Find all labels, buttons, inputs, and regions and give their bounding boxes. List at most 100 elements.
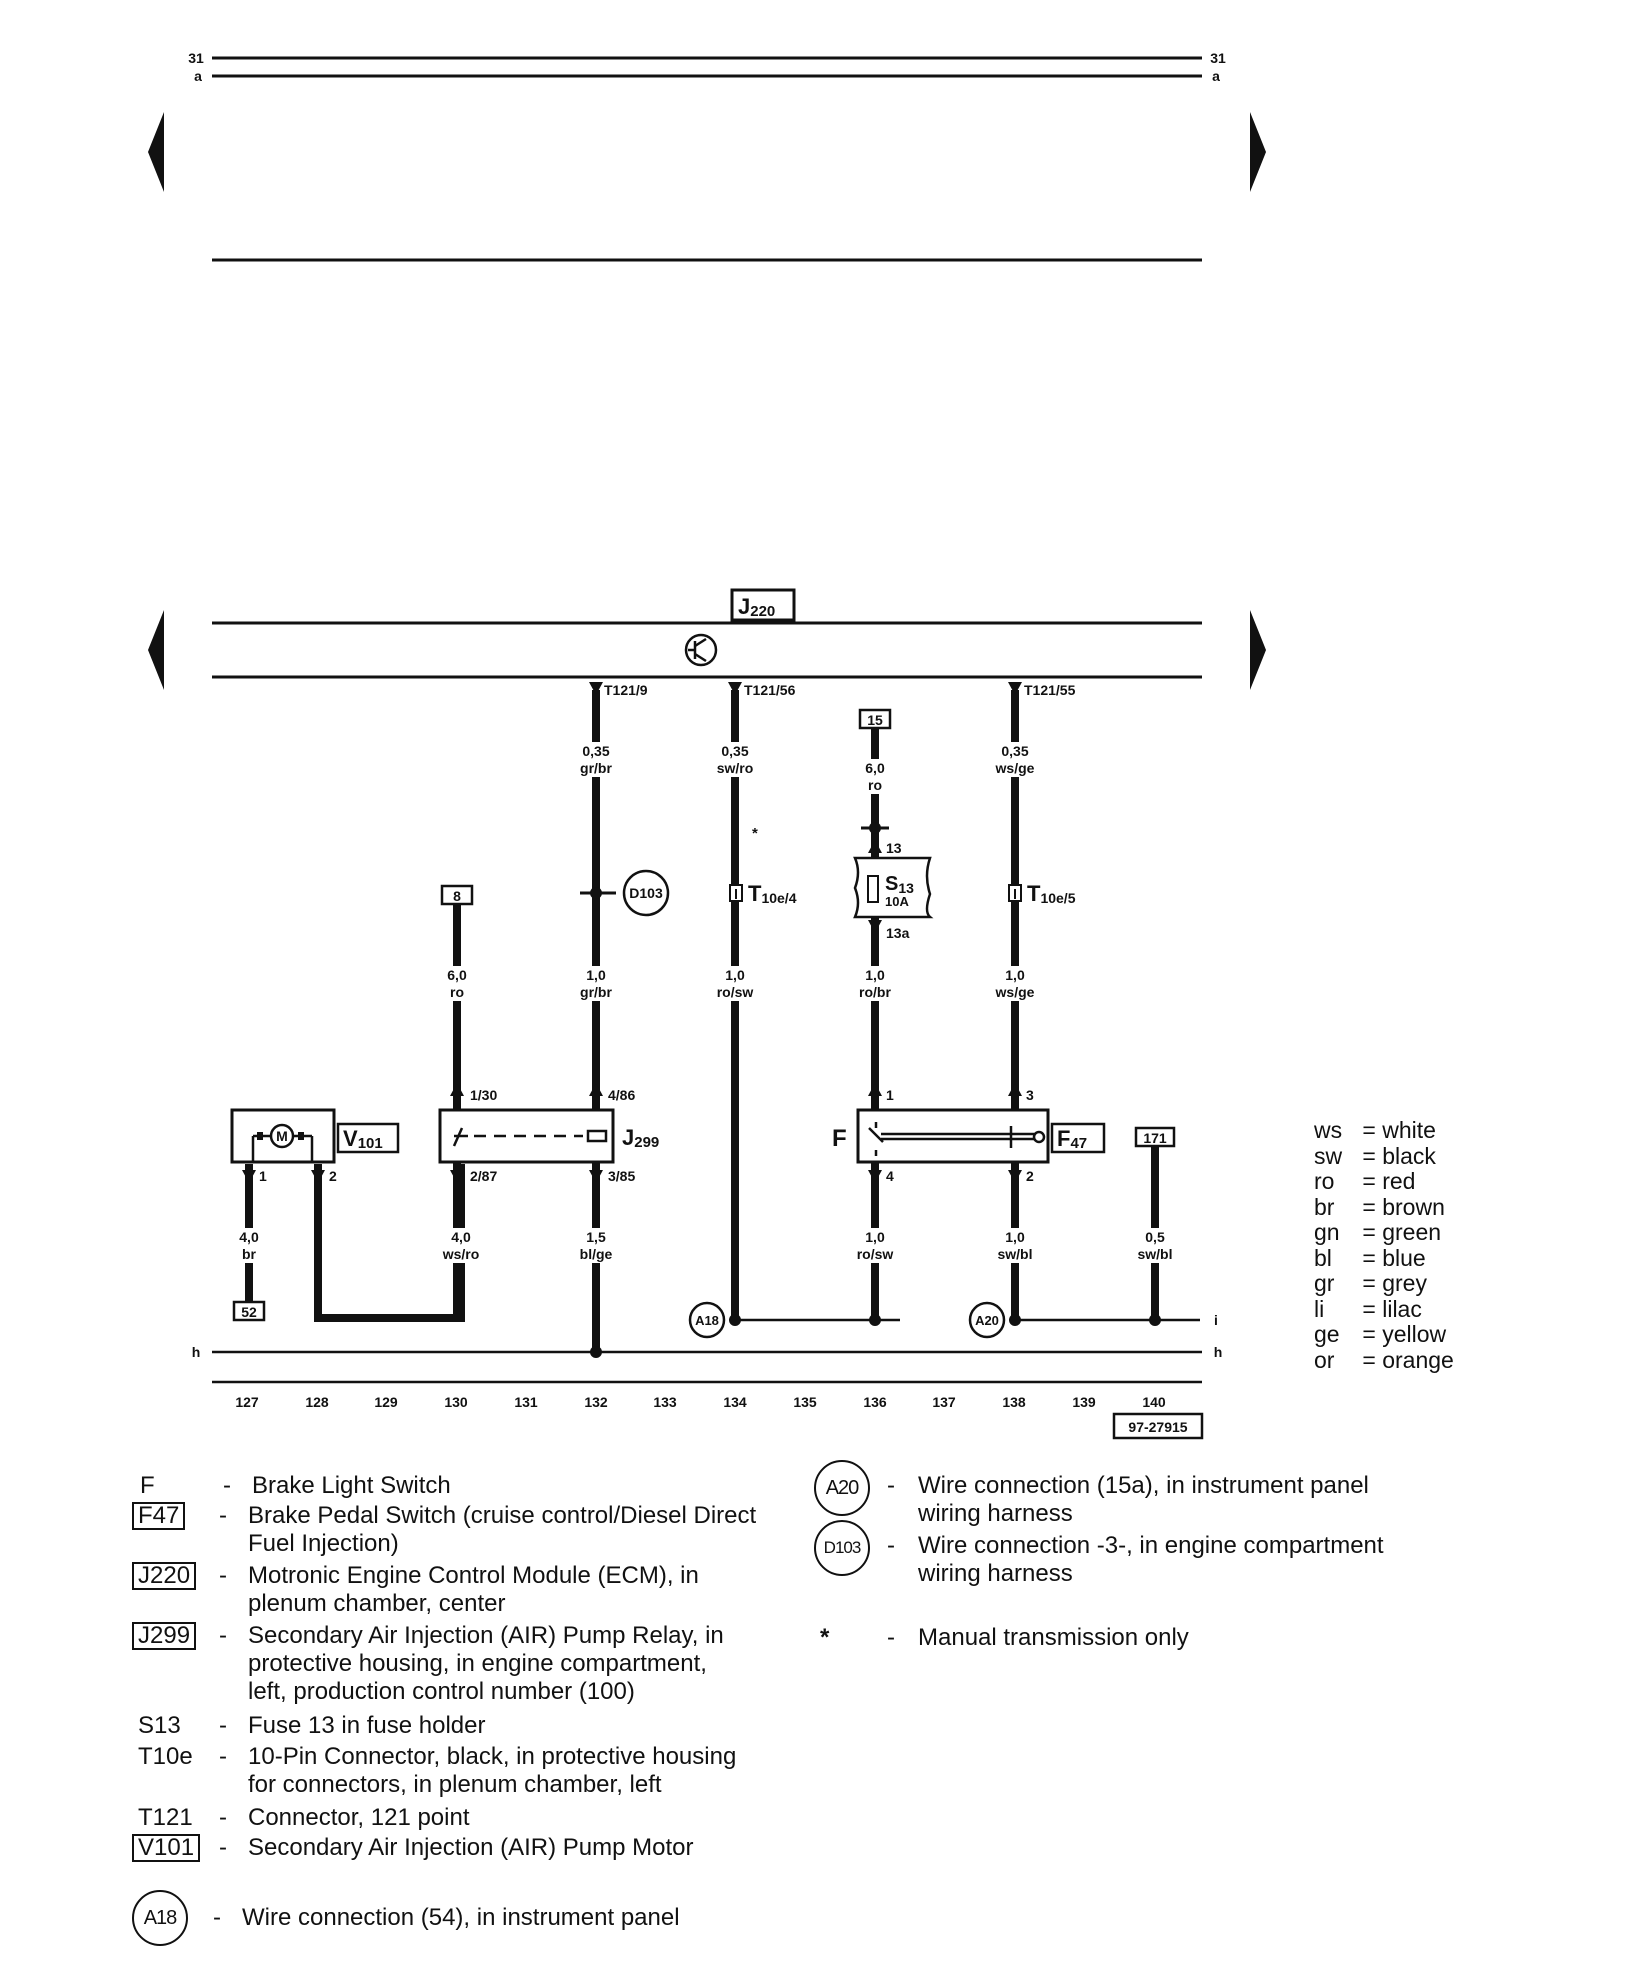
wire-label-gap (444, 966, 470, 984)
connector-t10e-5: T10e/5 (1008, 881, 1076, 906)
legend-row-f47: F47-Brake Pedal Switch (cruise control/D… (132, 1502, 756, 1558)
column-132: 132 (584, 1394, 608, 1410)
color-key-row: sw = black (1314, 1142, 1436, 1169)
motor-pin-2: 2 (329, 1168, 337, 1184)
wire-label-gap (576, 1245, 616, 1263)
legend-row-d103: D103-Wire connection -3-, in engine comp… (814, 1520, 1384, 1588)
svg-text:D103: D103 (629, 885, 663, 901)
switch-pin-2: 2 (1026, 1168, 1034, 1184)
color-key-row: ws = white (1314, 1117, 1436, 1143)
ref-8: 8 (440, 884, 474, 906)
wire-15-gauge: 0,5 (1145, 1229, 1165, 1245)
pin-t121-55: T121/55 (1024, 682, 1076, 698)
wire-13-gauge: 1,0 (865, 1229, 885, 1245)
wire-label-gap (583, 966, 609, 984)
wire-label-gap (438, 1245, 483, 1263)
wire-label-gap (579, 742, 613, 760)
wire-15-color: sw/bl (1137, 1246, 1172, 1262)
svg-text:i: i (1214, 1312, 1218, 1328)
wire-12-color: bl/ge (580, 1246, 613, 1262)
wire-label-gap (713, 759, 757, 777)
color-key-row: bl = blue (1314, 1244, 1426, 1271)
switch-pin-3: 3 (1026, 1087, 1034, 1103)
svg-text:A18: A18 (695, 1313, 719, 1328)
wire-label-gap (713, 983, 757, 1001)
wire-11-gauge: 4,0 (451, 1229, 471, 1245)
wire-label-gap (991, 759, 1038, 777)
wire-7-gauge: 1,0 (725, 967, 745, 983)
rail-i: i (729, 1312, 1218, 1328)
relay-pin-1-30: 1/30 (470, 1087, 497, 1103)
switch-name: F47 (1057, 1126, 1087, 1152)
svg-text:h: h (1214, 1344, 1223, 1360)
column-138: 138 (1002, 1394, 1026, 1410)
top-rails: 31 31 a a (188, 50, 1226, 262)
wire-label-gap (1002, 966, 1028, 984)
wire-14-color: sw/bl (997, 1246, 1032, 1262)
wire-6-gauge: 1,0 (586, 967, 606, 983)
wire-label-gap (994, 1245, 1036, 1263)
wire-label-gap (856, 983, 895, 1001)
wire-label-gap (448, 1228, 474, 1246)
transistor-icon (684, 633, 718, 667)
column-133: 133 (653, 1394, 677, 1410)
wire-5-color: ro (450, 984, 464, 1000)
legend-row-j299: J299-Secondary Air Injection (AIR) Pump … (132, 1622, 724, 1706)
color-key-row: ro = red (1314, 1168, 1416, 1194)
column-131: 131 (514, 1394, 538, 1410)
column-127: 127 (235, 1394, 259, 1410)
page-prev-arrow-icon-2 (148, 610, 164, 690)
wire-13-color: ro/sw (857, 1246, 894, 1262)
switch-f-letter: F (832, 1125, 847, 1152)
wire-4-color: ws/ge (995, 760, 1035, 776)
switch-pin-1: 1 (886, 1087, 894, 1103)
pin-t121-56: T121/56 (744, 682, 796, 698)
column-134: 134 (723, 1394, 747, 1410)
switch-pin-4: 4 (886, 1168, 894, 1184)
color-key-row: gr = grey (1314, 1270, 1427, 1296)
page-next-arrow-icon-2 (1250, 610, 1266, 690)
wire-3-gauge: 6,0 (865, 760, 885, 776)
motor-icon (269, 1123, 295, 1149)
rail-h: h h (192, 1344, 1223, 1360)
wire-label-gap (1134, 1245, 1176, 1263)
column-128: 128 (305, 1394, 329, 1410)
motor-name: V101 (343, 1126, 383, 1152)
wire-label-gap (236, 1228, 262, 1246)
relay-pin-2-87: 2/87 (470, 1168, 497, 1184)
fuse-name: S13 (885, 873, 914, 896)
color-key-row: li = lilac (1314, 1295, 1422, 1322)
wire-label-gap (239, 1245, 260, 1263)
wire-label-gap (853, 1245, 897, 1263)
wire-label-gap (1142, 1228, 1168, 1246)
relay-pin-3-85: 3/85 (608, 1168, 635, 1184)
wire-label-gap (722, 966, 748, 984)
svg-text:h: h (192, 1344, 201, 1360)
svg-text:52: 52 (241, 1304, 257, 1320)
relay-j299: J299 1/30 4/86 2/87 3/85 (438, 1087, 659, 1184)
rail-letter-left: a (194, 68, 202, 84)
legend-row-a20: A20-Wire connection (15a), in instrument… (814, 1460, 1369, 1528)
ecm-label-box (730, 588, 796, 622)
wire-label-gap (991, 983, 1038, 1001)
connector-t10e-4: T10e/4 (729, 881, 797, 906)
svg-text:A20: A20 (975, 1313, 999, 1328)
legend-row-star: *-Manual transmission only (820, 1624, 1189, 1651)
drawing-id: 97-27915 (1112, 1412, 1204, 1440)
motor-v101: M V101 1 2 (230, 1108, 400, 1184)
wire-6-color: gr/br (580, 984, 612, 1000)
wire-label-gap (577, 759, 616, 777)
column-137: 137 (932, 1394, 956, 1410)
wire-label-gap (447, 983, 467, 1001)
legend-row-f: F-Brake Light Switch (140, 1472, 451, 1499)
svg-text:T10e/4: T10e/4 (748, 881, 797, 906)
svg-text:M: M (276, 1128, 288, 1144)
svg-text:97-27915: 97-27915 (1128, 1419, 1187, 1435)
wire-labels: 0,35 gr/br 0,35 sw/ro 6,0 ro 0,35 ws/ge … (236, 742, 1176, 1263)
ecm-j220: J220 (212, 588, 1202, 679)
wire-8-color: ro/br (859, 984, 891, 1000)
legend-row-s13: S13-Fuse 13 in fuse holder (138, 1712, 486, 1739)
wire-label-gap (862, 966, 888, 984)
svg-text:8: 8 (453, 888, 461, 904)
